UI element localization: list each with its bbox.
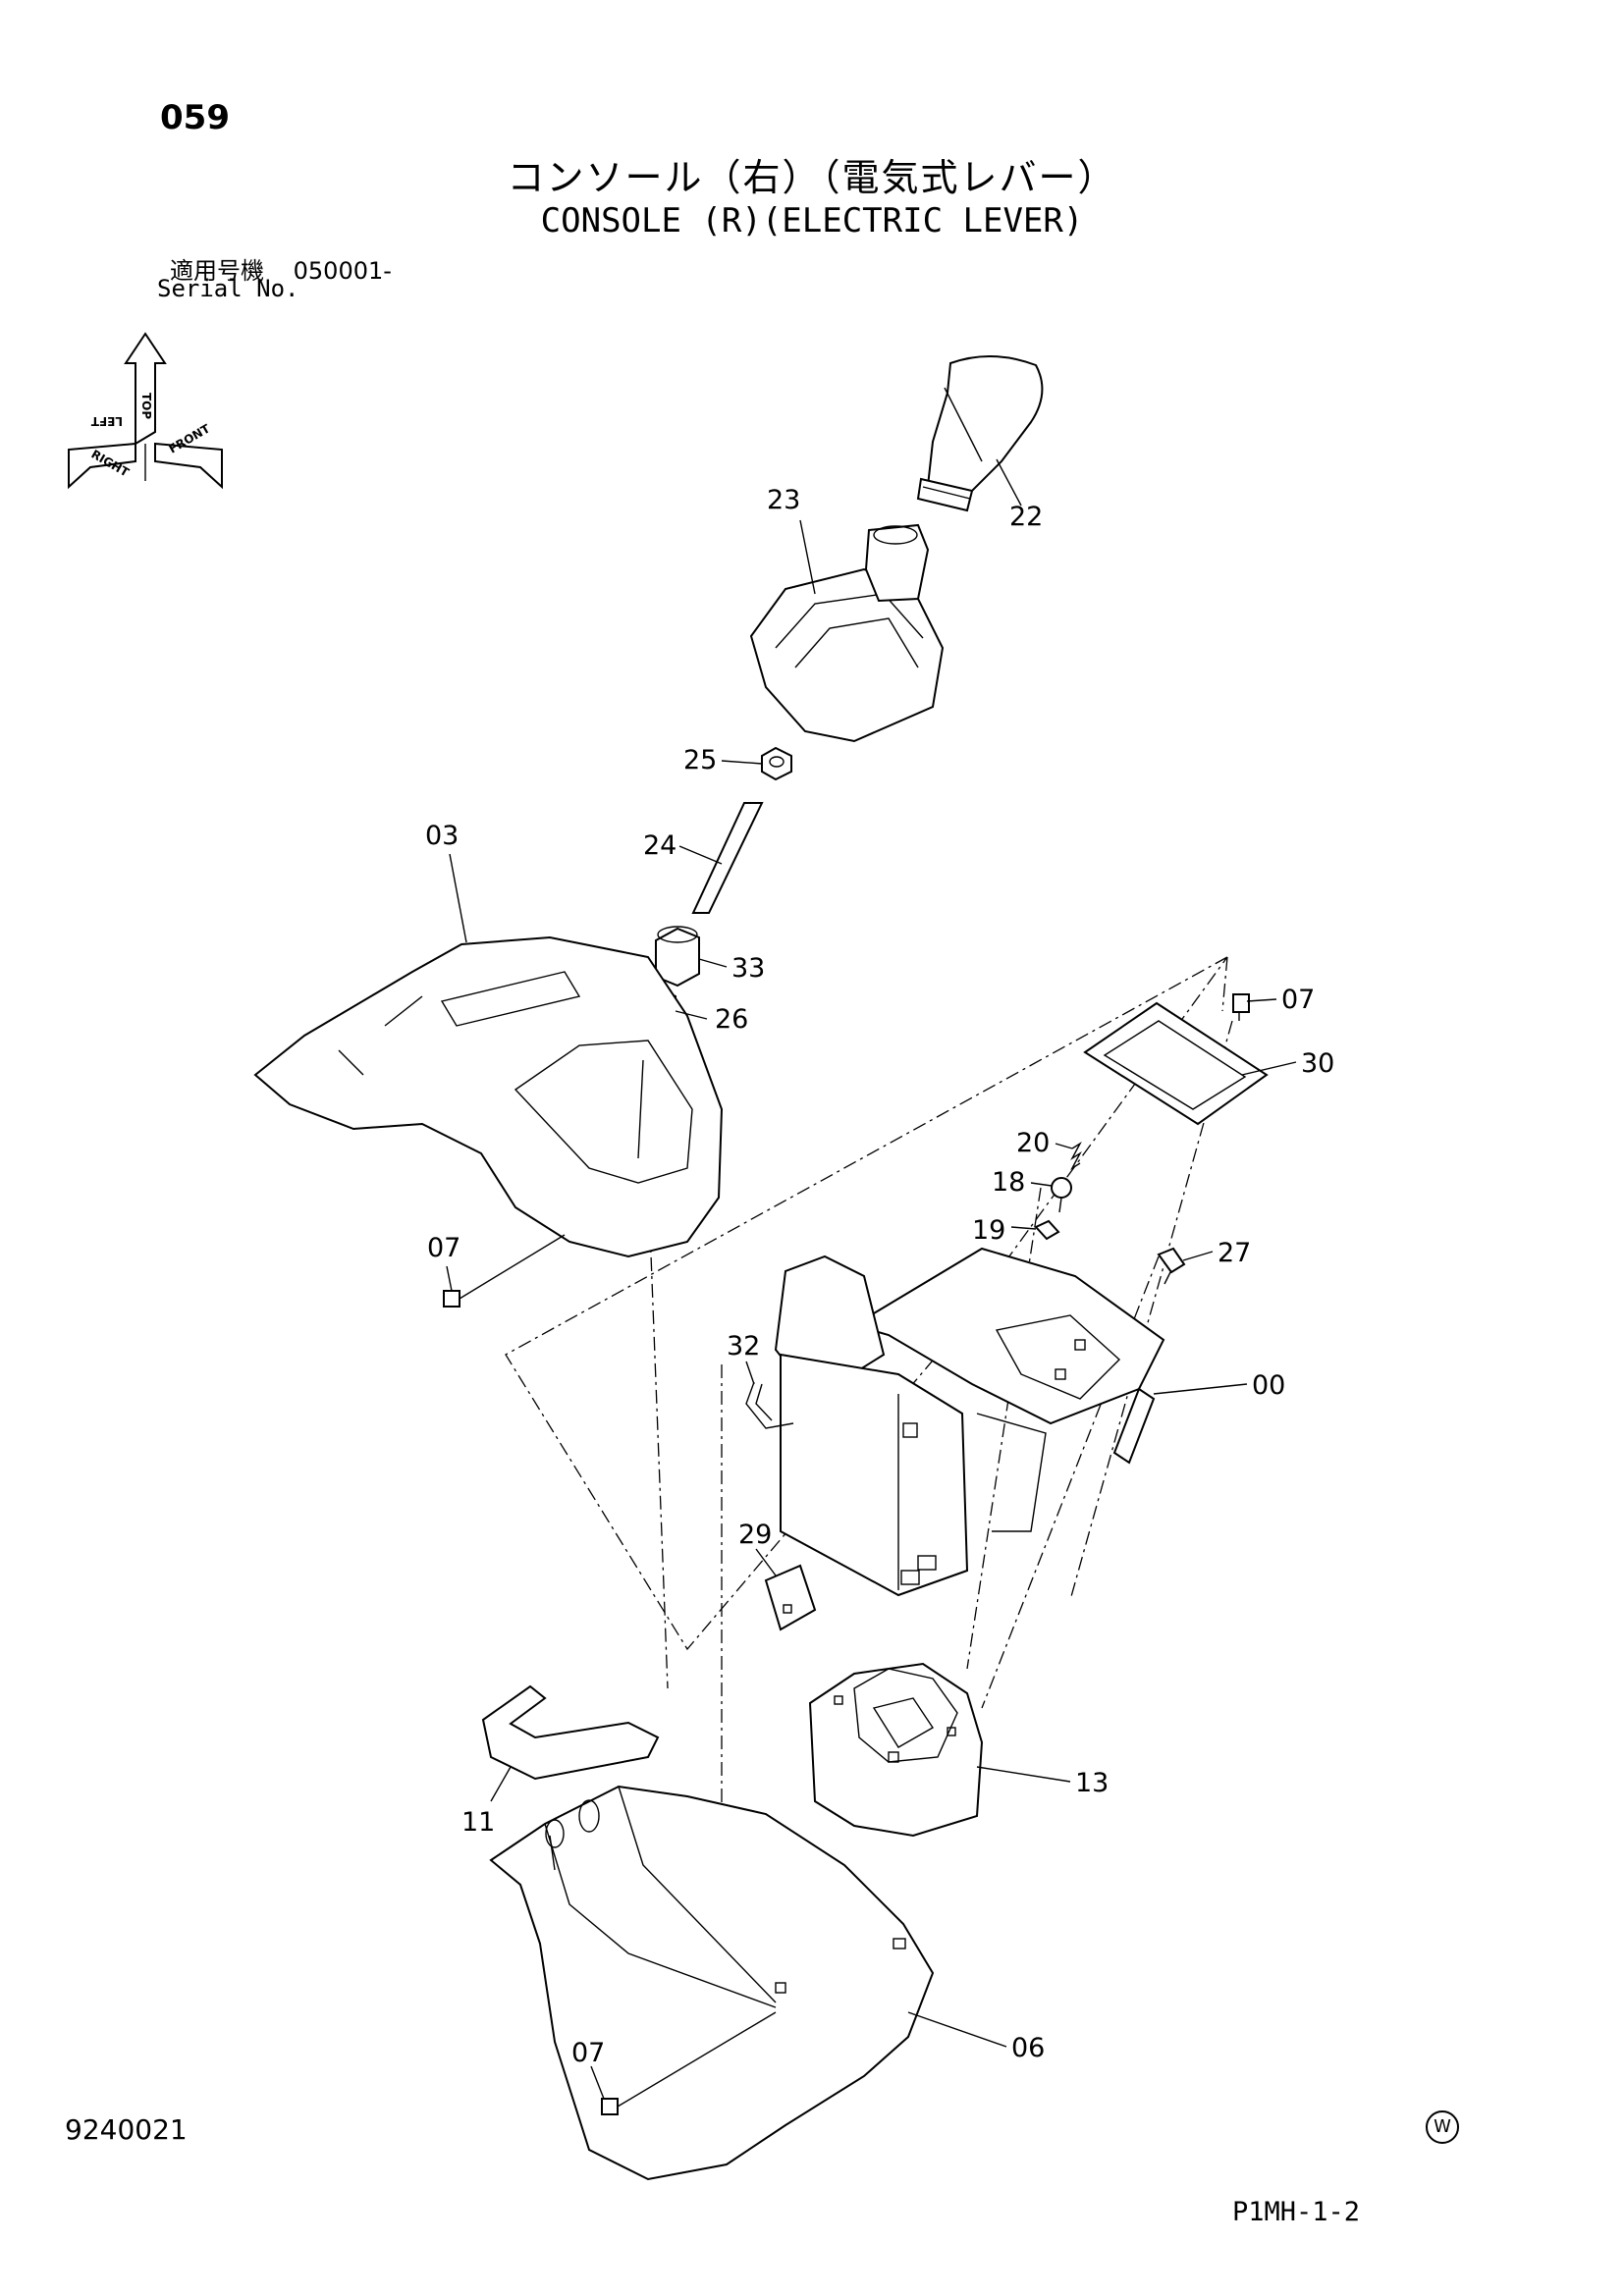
serial-info: 適用号機 050001- — [170, 251, 392, 286]
sheet-code: P1MH-1-2 — [1232, 2197, 1361, 2227]
console-frame-00 — [774, 1247, 1165, 1597]
part-label: 33 — [731, 953, 765, 984]
title-english: CONSOLE (R)(ELECTRIC LEVER) — [540, 201, 1084, 240]
collar-33 — [655, 926, 700, 988]
title-japanese: コンソール（右）（電気式レバー） — [507, 156, 1117, 199]
part-label: 19 — [972, 1215, 1005, 1246]
document-number: 9240021 — [65, 2113, 188, 2146]
part-label: 32 — [727, 1331, 760, 1362]
serial-label-en: Serial No. — [157, 275, 299, 302]
orientation-indicator: TOP LEFT RIGHT FRONT — [68, 332, 223, 490]
part-label: 20 — [1016, 1128, 1050, 1158]
orientation-arrow-right — [68, 442, 136, 490]
orientation-label-left: LEFT — [90, 414, 123, 428]
part-label: 03 — [425, 821, 459, 851]
part-label: 06 — [1011, 2033, 1045, 2063]
spring-20 — [1070, 1142, 1082, 1170]
part-label: 13 — [1075, 1768, 1109, 1798]
part-label: 07 — [427, 1233, 460, 1263]
frame-plate-30 — [1083, 1001, 1269, 1126]
part-label: 25 — [683, 745, 717, 775]
clip-32 — [745, 1381, 794, 1429]
orientation-arrow-top — [124, 332, 167, 446]
bolt-07-left — [443, 1234, 566, 1308]
bolt-07-bottom — [601, 2011, 777, 2115]
orientation-label-top: TOP — [139, 393, 153, 419]
cushion-11 — [481, 1684, 660, 1781]
rod-24 — [691, 802, 764, 914]
part-label: 24 — [643, 830, 677, 861]
part-label: 23 — [767, 485, 800, 515]
part-label: 11 — [461, 1807, 495, 1838]
part-label: 22 — [1009, 502, 1043, 532]
part-labels: 22 23 25 24 03 33 26 07 30 20 18 19 27 0… — [425, 485, 1334, 2068]
lever-base-13 — [808, 1662, 984, 1838]
orientation-arrow-front — [154, 442, 223, 490]
bracket-29 — [764, 1564, 817, 1631]
part-label: 26 — [715, 1004, 748, 1035]
pin-18 — [1051, 1177, 1072, 1213]
serial-value: 050001- — [293, 257, 392, 285]
lever-boot-23 — [749, 523, 945, 743]
page-number: 059 — [160, 98, 230, 137]
nut-25 — [761, 746, 792, 781]
part-label: 27 — [1218, 1238, 1251, 1268]
part-label: 29 — [738, 1520, 772, 1550]
serial-label-jp: 適用号機 — [170, 257, 264, 285]
part-label: 30 — [1301, 1048, 1334, 1079]
upper-console-cover-03 — [253, 935, 724, 1258]
bolt-27 — [1157, 1247, 1186, 1285]
lower-console-cover-06 — [489, 1785, 935, 2181]
bolt-07-upper-right — [1232, 993, 1250, 1021]
watermark-symbol: W — [1426, 2110, 1459, 2144]
lever-grip-22 — [916, 355, 1044, 512]
part-label: 07 — [1281, 985, 1315, 1015]
part-label: 18 — [992, 1167, 1025, 1198]
leader-lines — [446, 458, 1297, 2100]
part-label: 07 — [571, 2038, 605, 2068]
part-label: 00 — [1252, 1370, 1285, 1401]
square-nut-19 — [1034, 1219, 1060, 1241]
